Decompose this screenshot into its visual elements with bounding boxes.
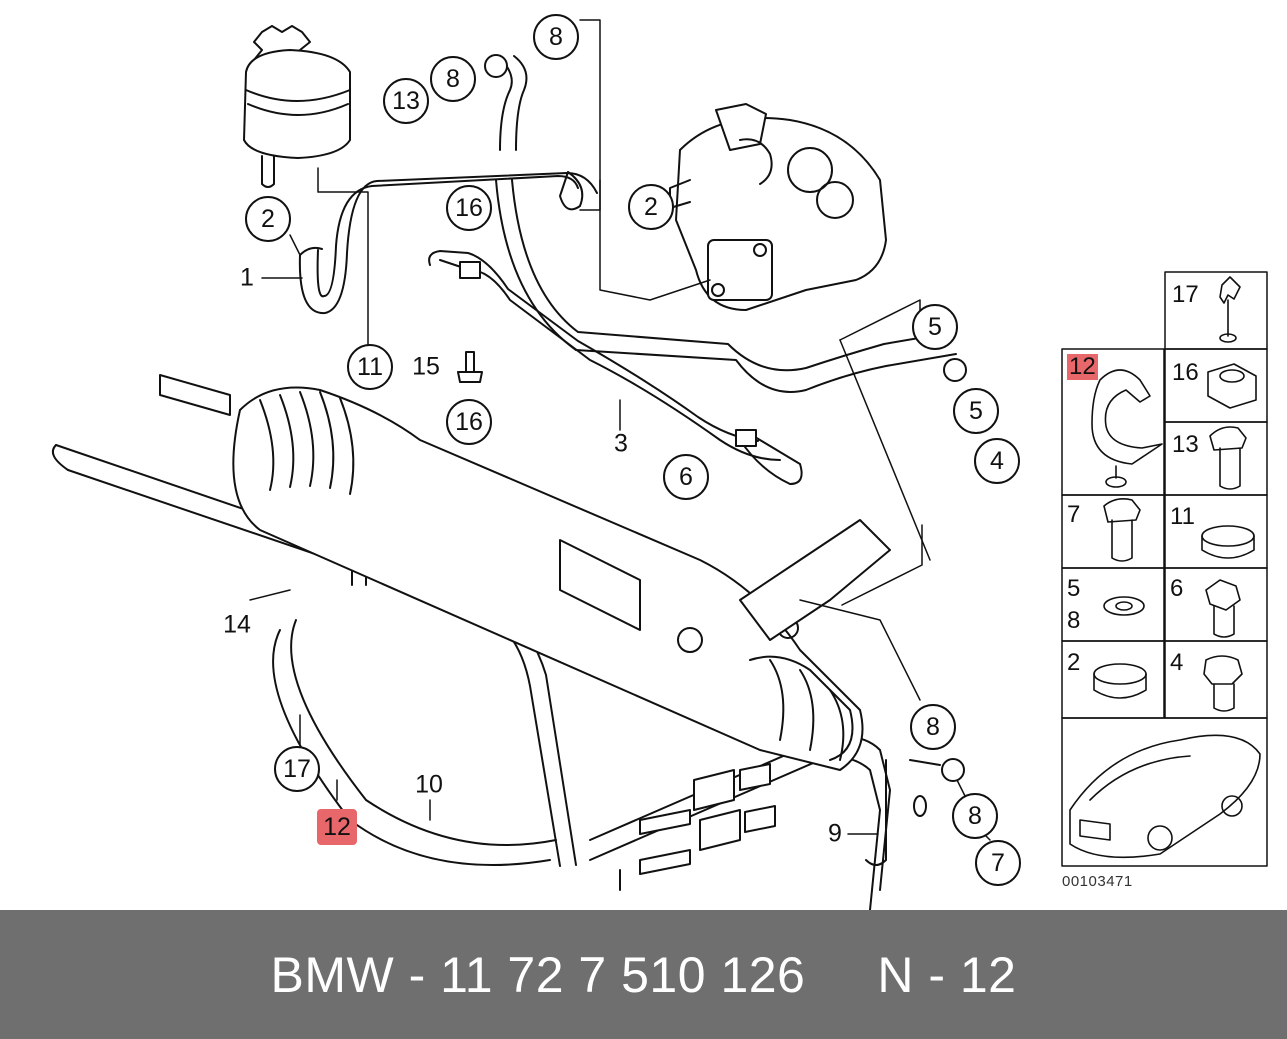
power-steering-exploded-diagram	[52, 19, 1268, 910]
callout-c16b: 16	[446, 399, 492, 445]
parts-table-label-t5: 5	[1067, 575, 1081, 602]
pump-drawing	[669, 103, 887, 311]
callout-c17: 17	[274, 746, 320, 792]
parts-table-label-t11: 11	[1170, 503, 1195, 530]
callout-c4: 4	[974, 438, 1020, 484]
callout-c8a: 8	[533, 14, 579, 60]
part-label-p14: 14	[223, 610, 251, 639]
callout-c7: 7	[975, 840, 1021, 886]
part-label-p1: 1	[240, 263, 254, 292]
steering-rack-drawing	[159, 374, 927, 817]
callout-c2b: 2	[628, 184, 674, 230]
part-label-p10: 10	[415, 770, 443, 799]
callout-c13: 13	[383, 78, 429, 124]
parts-table-label-t8: 8	[1067, 607, 1081, 634]
part-label-p3: 3	[614, 429, 628, 458]
parts-table-label-t2: 2	[1067, 649, 1081, 676]
part-number-caption: BMW - 11 72 7 510 126 N - 12	[270, 946, 1017, 1003]
small-hardware	[457, 171, 757, 447]
part-label-p15: 15	[412, 352, 440, 381]
callout-c8b: 8	[430, 56, 476, 102]
parts-table-label-t16: 16	[1172, 359, 1199, 386]
callout-c11: 11	[347, 344, 393, 390]
callout-c6: 6	[663, 454, 709, 500]
union-fittings	[619, 763, 776, 891]
parts-table-grid	[1061, 271, 1268, 867]
parts-table-label-t13: 13	[1172, 431, 1199, 458]
part-label-p9: 9	[828, 819, 842, 848]
callout-c8c: 8	[910, 704, 956, 750]
reservoir-drawing	[243, 25, 351, 188]
parts-table-label-t17: 17	[1172, 281, 1199, 308]
diagram-reference-number: 00103471	[1062, 873, 1133, 890]
parts-table-icons	[1069, 276, 1261, 859]
parts-table-label-t4: 4	[1170, 649, 1184, 676]
footer-banner: BMW - 11 72 7 510 126 N - 12	[0, 910, 1287, 1039]
leader-lines	[249, 19, 991, 841]
callout-c8d: 8	[952, 793, 998, 839]
callout-c5a: 5	[912, 304, 958, 350]
callout-c5b: 5	[953, 388, 999, 434]
parts-table-label-t12: 12	[1067, 353, 1098, 380]
parts-table-label-t7: 7	[1067, 501, 1081, 528]
callout-c12: 12	[317, 809, 357, 845]
callout-c2a: 2	[245, 196, 291, 242]
parts-table-label-t6: 6	[1170, 575, 1184, 602]
callout-c16a: 16	[446, 185, 492, 231]
